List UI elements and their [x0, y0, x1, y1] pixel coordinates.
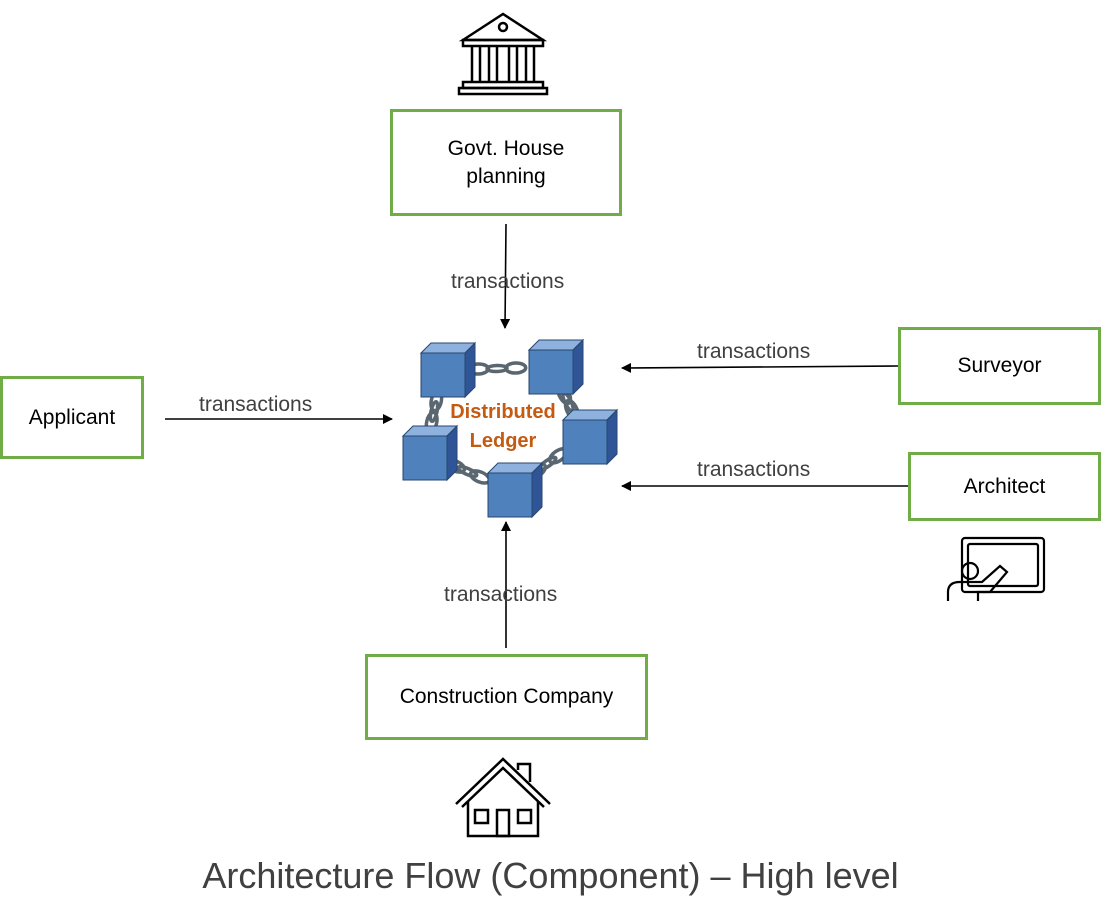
presenter-board-icon	[946, 536, 1046, 601]
chain-link	[428, 399, 440, 424]
distributed-ledger-label: Distributed Ledger	[450, 401, 556, 452]
house-icon	[455, 757, 551, 838]
edge-label-applicant: transactions	[199, 393, 313, 416]
edge-govt-to-ledger	[500, 223, 511, 329]
block-face	[420, 352, 466, 398]
architect-node: Architect	[908, 452, 1101, 521]
block-face	[464, 341, 476, 399]
ledger-block	[486, 461, 544, 519]
block-face	[531, 461, 543, 519]
construction-company-node: Construction Company	[365, 654, 648, 740]
chain-link	[456, 464, 479, 479]
block-face	[572, 338, 584, 396]
block-face	[402, 435, 448, 481]
ledger-block	[527, 338, 585, 396]
blockchain-icon	[401, 338, 619, 519]
block-face	[487, 472, 533, 518]
edge-surveyor-to-ledger	[621, 362, 900, 373]
applicant-label: Applicant	[28, 405, 116, 429]
ledger-block	[419, 341, 477, 399]
surveyor-node: Surveyor	[898, 327, 1101, 405]
government-building-icon	[457, 12, 549, 96]
chain-link	[503, 361, 528, 375]
architect-label: Architect	[963, 474, 1046, 498]
block-face	[562, 419, 608, 465]
edge-label-architect: transactions	[697, 458, 811, 481]
construction-company-label: Construction Company	[399, 685, 614, 708]
ledger-block	[401, 424, 459, 482]
block-face	[606, 408, 618, 466]
ledger-block	[561, 408, 619, 466]
edge-label-surveyor: transactions	[697, 340, 811, 363]
edge-label-construction: transactions	[444, 583, 558, 606]
applicant-node: Applicant	[0, 376, 144, 459]
block-face	[528, 349, 574, 395]
diagram-title: Architecture Flow (Component) – High lev…	[202, 855, 899, 896]
govt-house-planning-label: Govt. House planning	[447, 136, 565, 188]
surveyor-label: Surveyor	[957, 354, 1042, 377]
govt-house-planning-node: Govt. House planning	[390, 109, 622, 216]
edge-label-govt: transactions	[451, 270, 565, 293]
